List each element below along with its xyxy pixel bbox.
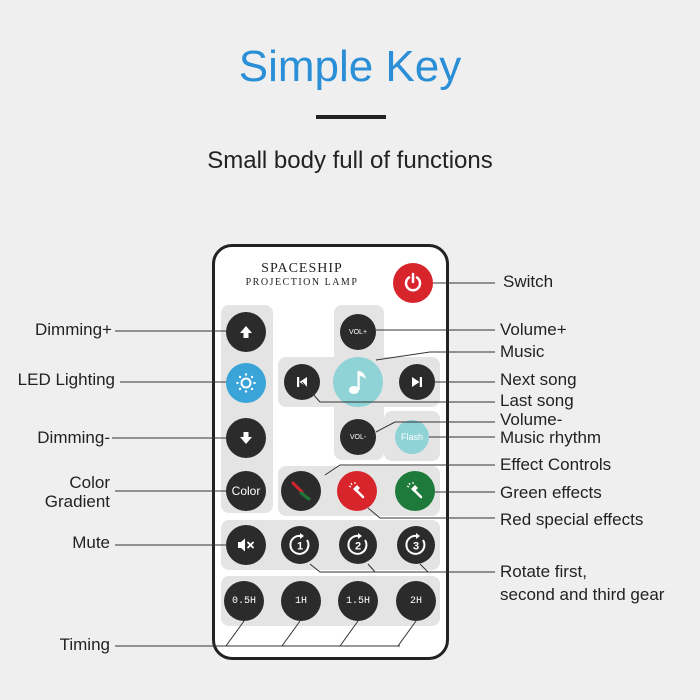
label-music: Music	[500, 342, 545, 361]
label-led-lighting: LED Lighting	[17, 370, 115, 389]
label-rotate-line2: second and third gear	[500, 585, 665, 604]
rotate-2-icon: 2	[347, 533, 368, 555]
timer-2h-button[interactable]: 2H	[396, 581, 436, 621]
page-subtitle: Small body full of functions	[207, 147, 493, 174]
sun-icon	[236, 373, 256, 393]
dimming-plus-button[interactable]	[226, 312, 266, 352]
label-next-song: Next song	[500, 370, 577, 389]
label-volume-minus: Volume-	[500, 410, 563, 429]
volume-plus-button[interactable]: VOL+	[340, 314, 376, 350]
effect-controls-button[interactable]	[281, 471, 321, 511]
timer-1h-button[interactable]: 1H	[281, 581, 321, 621]
red-effects-button[interactable]	[337, 471, 377, 511]
arrow-up-icon	[240, 326, 252, 338]
music-button[interactable]	[333, 357, 383, 407]
power-button[interactable]	[393, 263, 433, 303]
label-dimming-plus: Dimming+	[35, 320, 112, 339]
music-note-icon	[349, 371, 366, 394]
svg-text:2: 2	[355, 541, 361, 553]
label-timing: Timing	[59, 635, 110, 654]
label-rotate-line1: Rotate first,	[500, 562, 587, 581]
label-effect-controls: Effect Controls	[500, 455, 612, 474]
next-track-icon	[412, 377, 422, 387]
flash-music-rhythm-button[interactable]: Flash	[395, 420, 429, 454]
page-title: Simple Key	[238, 42, 462, 91]
remote-brand-line2: PROJECTION LAMP	[245, 277, 359, 288]
rotate-3-icon: 3	[405, 533, 426, 555]
remote-brand-line1: SPACESHIP	[261, 261, 343, 276]
label-volume-plus: Volume+	[500, 320, 567, 339]
label-mute: Mute	[72, 533, 110, 552]
timer-15h-button[interactable]: 1.5H	[338, 581, 378, 621]
flashlight-icon	[291, 481, 311, 501]
flashlight-icon	[406, 482, 423, 499]
rotate-second-gear-button[interactable]: 2	[339, 526, 377, 564]
rotate-1-icon: 1	[289, 533, 310, 555]
arrow-down-icon	[240, 432, 252, 444]
label-switch: Switch	[503, 272, 554, 291]
label-last-song: Last song	[500, 391, 574, 410]
mute-button[interactable]	[226, 525, 266, 565]
label-green-effects: Green effects	[500, 483, 602, 502]
title-underline	[316, 115, 386, 119]
label-dimming-minus: Dimming-	[37, 428, 110, 447]
rotate-third-gear-button[interactable]: 3	[397, 526, 435, 564]
next-song-button[interactable]	[399, 364, 435, 400]
previous-track-icon	[297, 377, 307, 387]
flashlight-icon	[348, 482, 365, 499]
label-music-rhythm: Music rhythm	[500, 428, 602, 447]
svg-text:1: 1	[297, 541, 303, 553]
label-red-effects: Red special effects	[500, 510, 644, 529]
rotate-first-gear-button[interactable]: 1	[281, 526, 319, 564]
color-gradient-button[interactable]: Color	[226, 471, 266, 511]
power-icon	[404, 272, 422, 292]
volume-minus-button[interactable]: VOL-	[340, 419, 376, 455]
led-lighting-button[interactable]	[226, 363, 266, 403]
svg-text:3: 3	[413, 541, 419, 553]
label-color-line1: Color	[69, 473, 110, 492]
green-effects-button[interactable]	[395, 471, 435, 511]
dimming-minus-button[interactable]	[226, 418, 266, 458]
mute-icon	[238, 538, 254, 552]
timer-05h-button[interactable]: 0.5H	[224, 581, 264, 621]
label-color-line2: Gradient	[44, 492, 110, 511]
